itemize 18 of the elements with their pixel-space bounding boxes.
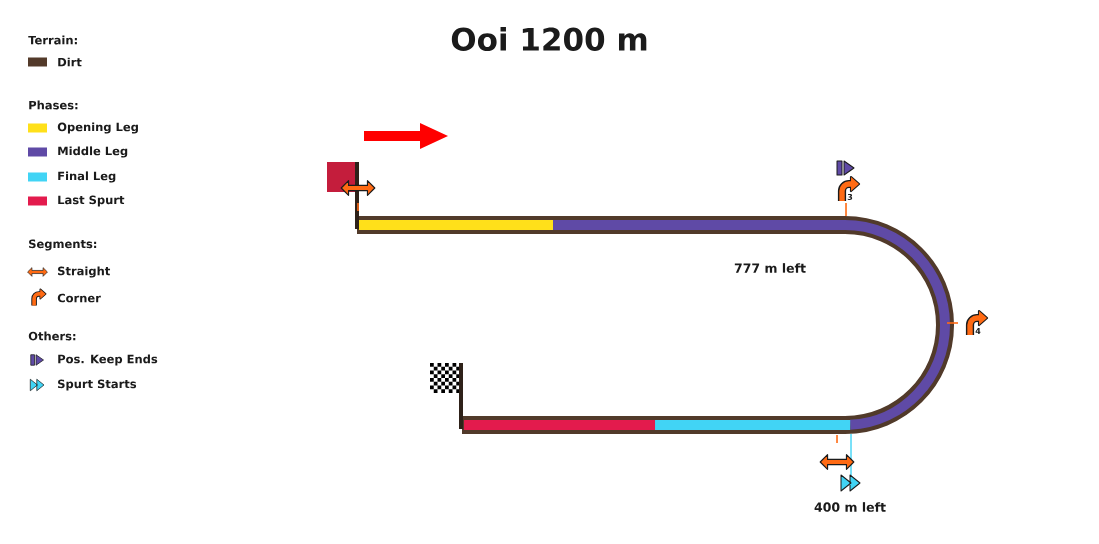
- corner-number: 3: [847, 193, 853, 200]
- legend-label: Pos. Keep Ends: [58, 354, 158, 366]
- legend-heading: Others:: [28, 331, 76, 341]
- legend-heading: Phases:: [29, 100, 78, 110]
- title: Ooi 1200 m: [451, 27, 647, 51]
- corner-number: 4: [975, 328, 981, 334]
- legend-label: Corner: [57, 293, 101, 303]
- distance-label: 400 m left: [814, 502, 886, 512]
- legend-label: Last Spurt: [58, 195, 125, 207]
- distance-label: 777 m left: [734, 263, 806, 273]
- legend-label: Middle Leg: [58, 146, 128, 158]
- legend-label: Opening Leg: [57, 122, 138, 134]
- legend-label: Dirt: [58, 57, 82, 67]
- legend-label: Final Leg: [58, 171, 116, 183]
- legend-heading: Segments:: [29, 239, 97, 251]
- legend-label: Spurt Starts: [58, 379, 137, 391]
- legend-label: Straight: [58, 266, 110, 278]
- legend-heading: Terrain:: [28, 35, 77, 45]
